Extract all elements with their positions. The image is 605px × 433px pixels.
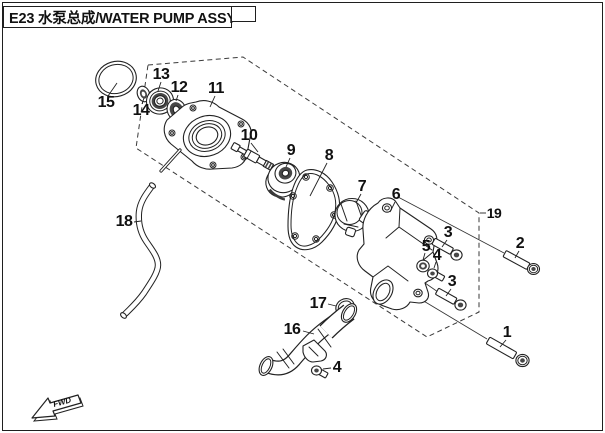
part-18-hose: [120, 182, 162, 319]
callout-17: 17: [309, 295, 327, 312]
callout-3-upper: 3: [443, 224, 453, 241]
part-11-pump-cover: [159, 100, 252, 173]
callout-5: 5: [421, 238, 431, 255]
callout-13: 13: [152, 66, 170, 83]
part-3-bolt-lower: [435, 288, 467, 311]
callout-18: 18: [115, 213, 133, 230]
callout-10: 10: [240, 127, 258, 144]
part-8-gasket: [287, 169, 341, 251]
part-16-outlet-pipe: [258, 303, 358, 376]
callout-14: 14: [132, 102, 150, 119]
assembly-boundary: [135, 56, 480, 338]
callout-19: 19: [486, 205, 502, 221]
part-5-washer: [416, 259, 430, 273]
callout-4-lower: 4: [332, 359, 342, 376]
callout-9: 9: [286, 142, 296, 159]
callout-11: 11: [208, 80, 224, 97]
callout-15: 15: [97, 94, 115, 111]
callout-12: 12: [170, 79, 188, 96]
part-9-mechanical-seal: [265, 161, 301, 201]
callout-leader-lines: [107, 81, 520, 370]
callout-6: 6: [391, 186, 401, 203]
callout-16: 16: [283, 321, 301, 338]
part-4-bolt-lower: [310, 365, 329, 379]
part-4-bolt-upper: [426, 268, 446, 282]
part-6-pump-body: [356, 197, 439, 311]
page-title: E23 水泵总成/WATER PUMP ASSY: [9, 10, 236, 27]
callout-4-upper: 4: [432, 247, 442, 264]
title-box: E23 水泵总成/WATER PUMP ASSY: [3, 6, 236, 28]
callout-2: 2: [515, 235, 525, 252]
callout-8: 8: [324, 147, 334, 164]
part-2-bolt: [502, 250, 541, 276]
part-1-bolt: [486, 336, 530, 368]
callout-3-lower: 3: [447, 273, 457, 290]
callout-1: 1: [502, 324, 512, 341]
part-10-pump-shaft: [230, 142, 282, 175]
fwd-arrow: FWD: [31, 394, 84, 422]
callout-7: 7: [357, 178, 367, 195]
title-box-extension-cell: [231, 6, 256, 22]
part-15-o-ring: [95, 60, 137, 98]
